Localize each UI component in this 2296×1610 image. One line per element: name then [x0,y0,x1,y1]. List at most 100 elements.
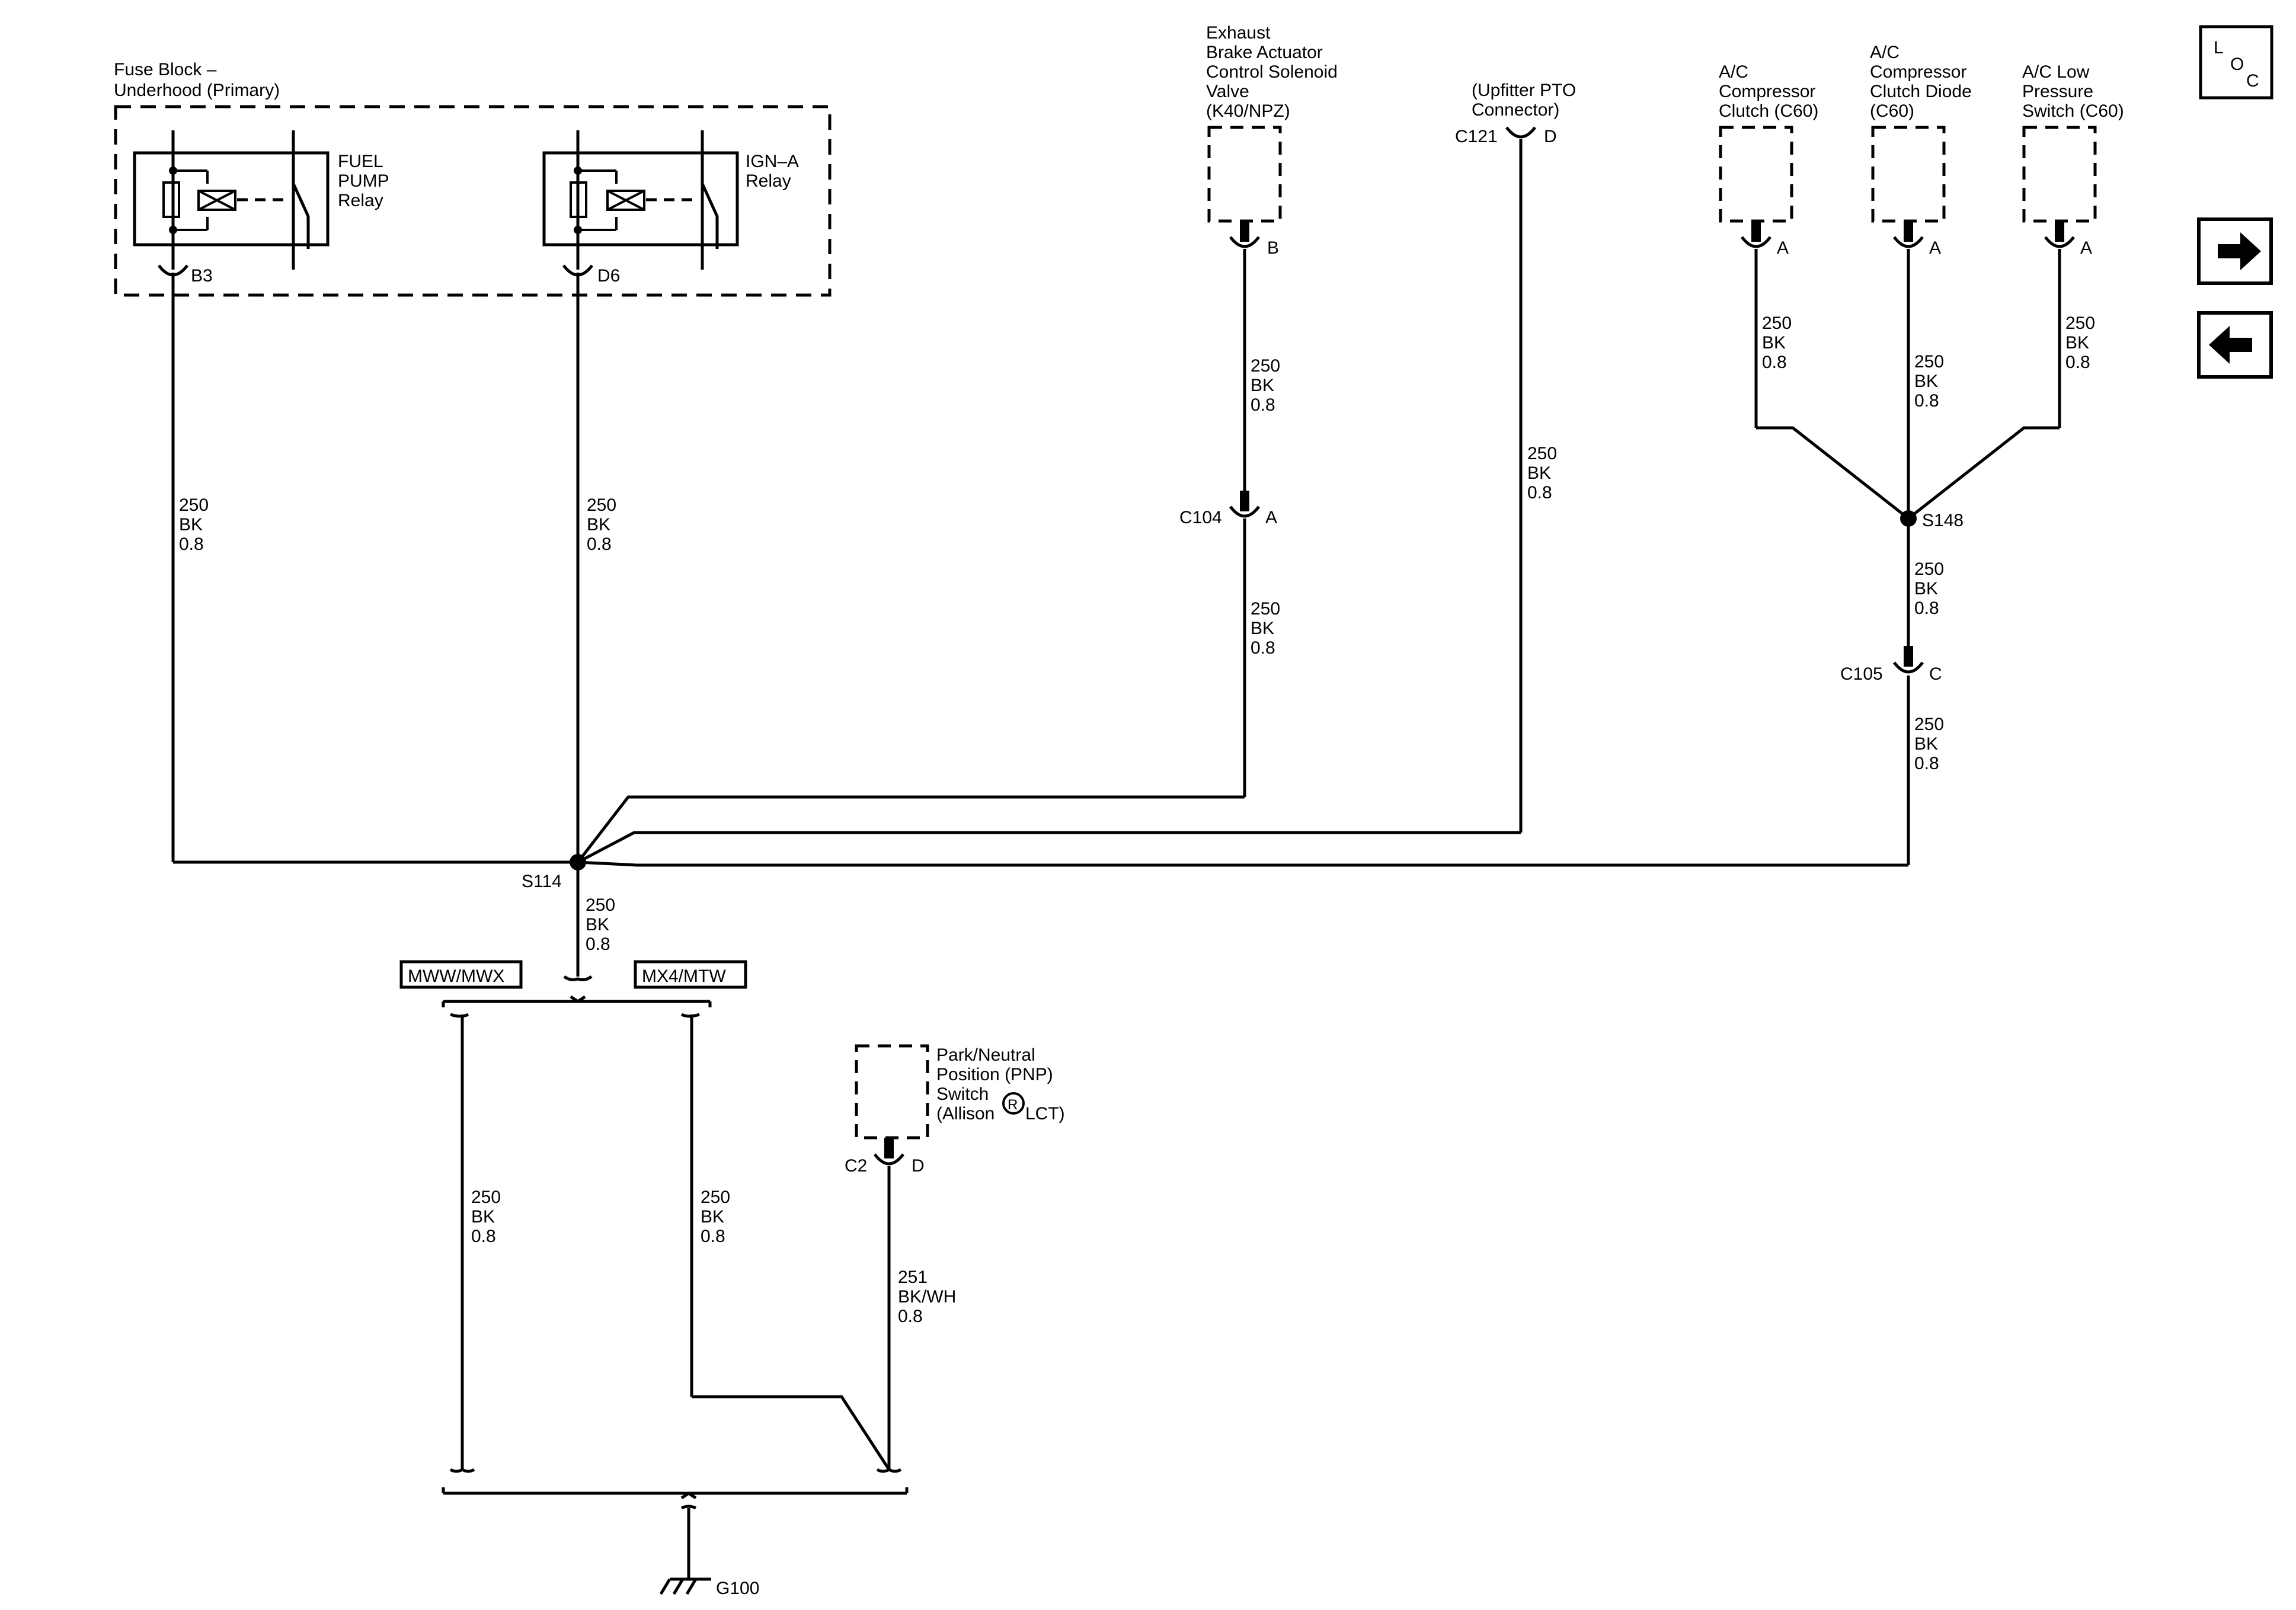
wire-label-size: 0.8 [1914,391,1939,411]
fuel-pump-relay-pin: B3 [191,266,213,286]
option-mww-mwx-box [399,960,523,989]
wire-label-color: BK [1762,333,1786,353]
wire-label-color: BK [1251,376,1274,395]
ac-clutch-label-2: Compressor [1719,82,1815,101]
option-right-label: MX4/MTW [642,966,726,986]
ac-pressure-pin: A [2080,238,2092,258]
c104-id: C104 [1179,508,1222,527]
wire-label-size: 0.8 [1914,754,1939,773]
wire-label-color: BK [2065,333,2089,353]
wire-label-size: 0.8 [1251,395,1275,415]
fuel-pump-relay-label-1: FUEL [338,152,383,171]
wire-label-color: BK [471,1207,495,1227]
wire-ign-a: 250 BK 0.8 [576,273,616,862]
c121-pin: D [1544,127,1557,146]
ac-compressor-clutch: A/C Compressor Clutch (C60) A 250 BK 0.8 [1719,62,1910,520]
ac-diode-label-3: Clutch Diode [1870,82,1972,101]
wire-label-circuit: 250 [471,1188,501,1207]
pnp-label-3: Switch [936,1084,989,1104]
exhaust-brake-valve: Exhaust Brake Actuator Control Solenoid … [1206,23,1338,511]
wire-label-color: BK [1251,619,1274,638]
upfitter-pto-connector: (Upfitter PTO Connector) C121 D 250 BK 0… [577,81,1576,864]
wire-label-circuit: 250 [1914,715,1944,734]
c121-id: C121 [1455,127,1498,146]
exhaust-brake-label-1: Exhaust [1206,23,1271,43]
wire-label-color: BK [1914,372,1938,391]
exhaust-brake-pin: B [1267,238,1279,258]
ign-a-relay-pin: D6 [597,266,620,286]
ac-clutch-pin: A [1777,238,1789,258]
wire-label-color: BK [701,1207,724,1227]
wire-label-circuit: 250 [1251,599,1280,619]
locator-letter-o: O [2230,55,2244,74]
wire-label-circuit: 250 [179,495,209,515]
ign-a-relay-label-2: Relay [746,171,791,191]
wire-label-size: 0.8 [586,934,610,954]
ign-a-relay: IGN–A Relay D6 [542,130,799,286]
fuel-pump-relay: FUEL PUMP Relay B3 [133,130,389,286]
splice-s148: S148 250 BK 0.8 [1900,510,1964,667]
wire-mww-mwx: 250 BK 0.8 [449,1014,501,1473]
ac-pressure-label-2: Pressure [2022,82,2093,101]
option-left-label: MWW/MWX [408,966,504,986]
wire-fuel-pump: 250 BK 0.8 [171,273,578,864]
ac-pressure-label-3: Switch (C60) [2022,101,2124,121]
wire-label-circuit: 250 [2065,313,2095,333]
ground-g100: G100 [442,1487,909,1598]
wire-label-color: BK [179,515,203,534]
wire-label-size: 0.8 [179,534,204,554]
c2-pin: D [912,1156,925,1176]
pnp-label-1: Park/Neutral [936,1045,1035,1065]
wire-label-size: 0.8 [1762,353,1787,372]
wire-label-size: 0.8 [1914,598,1939,618]
ac-clutch-label-1: A/C [1719,62,1748,82]
locator-letter-c: C [2246,71,2259,91]
upfitter-pto-label-2: Connector) [1472,100,1559,120]
wire-label-circuit: 250 [1251,356,1280,376]
wire-label-circuit: 250 [1914,352,1944,372]
upfitter-pto-label-1: (Upfitter PTO [1472,81,1576,100]
registered-mark-icon [1002,1092,1025,1115]
fuel-pump-relay-label-3: Relay [338,191,383,210]
wire-label-circuit: 250 [1762,313,1792,333]
pnp-wire-color: BK/WH [898,1287,956,1307]
splice-s114: S114 250 BK 0.8 [522,854,615,981]
wire-label-size: 0.8 [587,534,612,554]
wire-label-color: BK [586,915,609,934]
option-brackets: MWW/MWX MX4/MTW [399,960,747,1018]
fuse-block: Fuse Block – Underhood (Primary) FUEL PU… [114,60,832,297]
ac-diode-label-1: A/C [1870,43,1900,62]
pnp-label-5: LCT) [1025,1104,1065,1124]
c2-id: C2 [845,1156,867,1176]
ground-label: G100 [716,1579,759,1598]
wire-label-size: 0.8 [471,1227,496,1246]
fuel-pump-relay-label-2: PUMP [338,171,389,191]
ac-diode-pin: A [1929,238,1941,258]
s114-label: S114 [522,872,562,891]
wire-label-color: BK [1914,734,1938,754]
ign-a-relay-label-1: IGN–A [746,152,799,171]
wire-label-size: 0.8 [1527,483,1552,502]
wire-label-size: 0.8 [2065,353,2090,372]
c105-pin: C [1929,664,1942,684]
wire-label-color: BK [587,515,610,534]
wire-label-circuit: 250 [701,1188,730,1207]
pnp-registered: R [1008,1097,1018,1113]
c104-pin: A [1265,508,1277,527]
exhaust-brake-label-4: Valve [1206,82,1249,101]
wire-label-color: BK [1527,463,1551,483]
ac-clutch-label-3: Clutch (C60) [1719,101,1818,121]
locator-icon[interactable]: L O C [2199,25,2273,100]
wire-label-circuit: 250 [586,895,615,915]
ac-diode-label-4: (C60) [1870,101,1914,121]
exhaust-brake-label-5: (K40/NPZ) [1206,101,1290,121]
wire-label-circuit: 250 [587,495,616,515]
wire-label-size: 0.8 [1251,638,1275,658]
pnp-wire-circuit: 251 [898,1267,928,1287]
option-mx4-mtw-box [634,960,747,989]
arrow-left-icon[interactable] [2197,311,2273,379]
arrow-right-icon[interactable] [2197,217,2273,285]
wire-label-circuit: 250 [1914,559,1944,579]
ac-pressure-label-1: A/C Low [2022,62,2090,82]
